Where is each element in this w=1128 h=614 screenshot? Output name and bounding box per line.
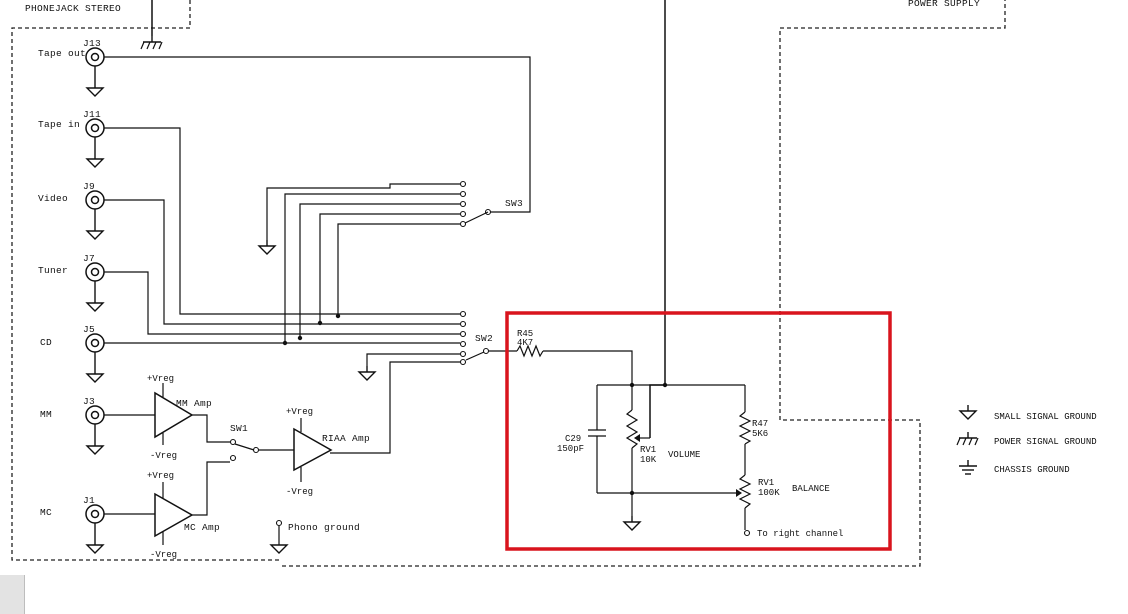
sw1-switch: SW1 <box>229 423 260 462</box>
svg-text:R45: R45 <box>517 329 533 339</box>
r47-resistor: R47 5K6 <box>738 385 768 445</box>
power-signal-ground-icon <box>140 35 163 50</box>
svg-text:J13: J13 <box>83 38 101 49</box>
svg-text:SW1: SW1 <box>230 423 248 434</box>
highlight-box <box>505 311 892 551</box>
svg-text:CHASSIS GROUND: CHASSIS GROUND <box>994 465 1070 475</box>
jack-j7: J7 Tuner <box>38 253 105 312</box>
svg-text:100K: 100K <box>758 488 780 498</box>
scan-edge <box>0 575 25 614</box>
mm-amp: MM Amp +Vreg -Vreg <box>147 374 212 461</box>
svg-text:J3: J3 <box>83 396 95 407</box>
power-supply-label: POWER SUPPLY <box>908 0 980 9</box>
riaa-amp: RIAA Amp +Vreg -Vreg <box>286 407 370 497</box>
svg-text:-Vreg: -Vreg <box>286 487 313 497</box>
ground-legend: SMALL SIGNAL GROUND POWER SIGNAL GROUND … <box>956 404 1097 475</box>
mc-amp: MC Amp +Vreg -Vreg <box>147 471 220 560</box>
svg-text:-Vreg: -Vreg <box>150 550 177 560</box>
svg-text:J9: J9 <box>83 181 95 192</box>
phono-ground: Phono ground <box>269 519 360 554</box>
c29-capacitor: C29 150pF <box>557 385 606 493</box>
svg-text:5K6: 5K6 <box>752 429 768 439</box>
svg-text:MM Amp: MM Amp <box>176 398 212 409</box>
jack-j9: J9 Video <box>38 181 105 240</box>
jack-name: MM <box>40 409 52 420</box>
jack-name: Tape in <box>38 119 80 130</box>
svg-text:J5: J5 <box>83 324 95 335</box>
jack-j11: J11 Tape in <box>38 109 105 168</box>
svg-text:SW3: SW3 <box>505 198 523 209</box>
small-signal-ground-icon <box>959 404 977 420</box>
svg-text:-Vreg: -Vreg <box>150 451 177 461</box>
svg-text:R47: R47 <box>752 419 768 429</box>
svg-text:J11: J11 <box>83 109 101 120</box>
jack-j3: J3 MM <box>40 396 105 455</box>
svg-text:J1: J1 <box>83 495 95 506</box>
svg-text:Phono ground: Phono ground <box>288 522 360 533</box>
small-signal-ground-icon <box>258 239 276 255</box>
svg-text:C29: C29 <box>565 434 581 444</box>
phonejack-stereo-label: PHONEJACK STEREO <box>25 3 121 14</box>
svg-text:SW2: SW2 <box>475 333 493 344</box>
svg-text:RV1: RV1 <box>758 478 774 488</box>
svg-text:+Vreg: +Vreg <box>147 471 174 481</box>
small-signal-ground-icon <box>623 515 641 531</box>
jack-j5: J5 CD <box>40 324 105 383</box>
chassis-ground-icon <box>958 459 978 475</box>
jack-name: CD <box>40 337 52 348</box>
svg-text:VOLUME: VOLUME <box>668 450 700 460</box>
svg-text:POWER SIGNAL GROUND: POWER SIGNAL GROUND <box>994 437 1097 447</box>
jack-name: Video <box>38 193 68 204</box>
svg-text:BALANCE: BALANCE <box>792 484 830 494</box>
rv1-volume-pot: RV1 10K VOLUME <box>625 409 700 465</box>
rv1-balance-pot: RV1 100K BALANCE <box>736 474 830 509</box>
jack-j1: J1 MC <box>40 495 105 554</box>
svg-text:SMALL SIGNAL GROUND: SMALL SIGNAL GROUND <box>994 412 1097 422</box>
sw2-switch: SW2 <box>459 310 493 366</box>
svg-text:MC Amp: MC Amp <box>184 522 220 533</box>
jack-name: Tape out <box>38 48 86 59</box>
svg-text:150pF: 150pF <box>557 444 584 454</box>
jack-name: Tuner <box>38 265 68 276</box>
jack-name: MC <box>40 507 52 518</box>
svg-text:4K7: 4K7 <box>517 338 533 348</box>
svg-text:10K: 10K <box>640 455 657 465</box>
jack-j13: J13 Tape out <box>38 38 105 97</box>
r45-resistor: R45 4K7 <box>516 329 544 358</box>
svg-text:J7: J7 <box>83 253 95 264</box>
power-signal-ground-icon <box>956 431 979 446</box>
svg-text:+Vreg: +Vreg <box>286 407 313 417</box>
svg-text:RV1: RV1 <box>640 445 656 455</box>
sw3-switch: SW3 <box>459 180 523 228</box>
enclosure-border <box>11 0 1006 567</box>
svg-text:RIAA Amp: RIAA Amp <box>322 433 370 444</box>
small-signal-ground-icon <box>358 365 376 381</box>
to-right-channel-label: To right channel <box>757 529 843 539</box>
svg-text:+Vreg: +Vreg <box>147 374 174 384</box>
